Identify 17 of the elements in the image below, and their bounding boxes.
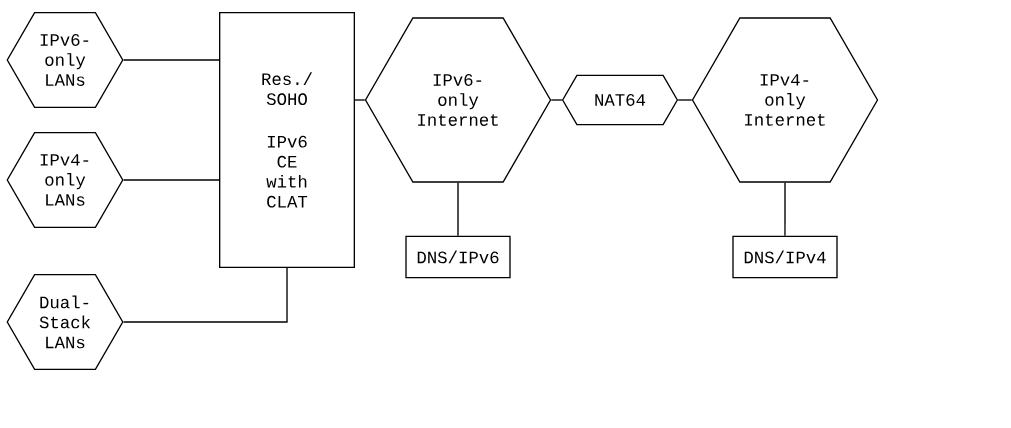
- connector-line: [784, 182, 786, 237]
- connector-line: [550, 99, 563, 101]
- hexagon-cloud: Dual- Stack LANs: [6, 274, 124, 370]
- hexagon-cloud: IPv6- only LANs: [6, 12, 124, 108]
- connector-line: [677, 99, 693, 101]
- hexagon-cloud: NAT64: [561, 74, 679, 126]
- server-box: DNS/IPv4: [732, 235, 838, 279]
- connector-line: [354, 99, 366, 101]
- hexagon-cloud: IPv4- only LANs: [6, 132, 124, 228]
- hexagon-cloud: IPv6- only Internet: [364, 17, 552, 183]
- router-box: Res./ SOHO IPv6 CE with CLAT: [219, 12, 355, 268]
- hexagon-cloud: IPv4- only Internet: [691, 17, 879, 183]
- server-box: DNS/IPv6: [405, 235, 511, 279]
- connector-line: [122, 179, 220, 181]
- connector-line: [122, 267, 288, 323]
- connector-line: [122, 59, 220, 61]
- connector-line: [457, 182, 459, 237]
